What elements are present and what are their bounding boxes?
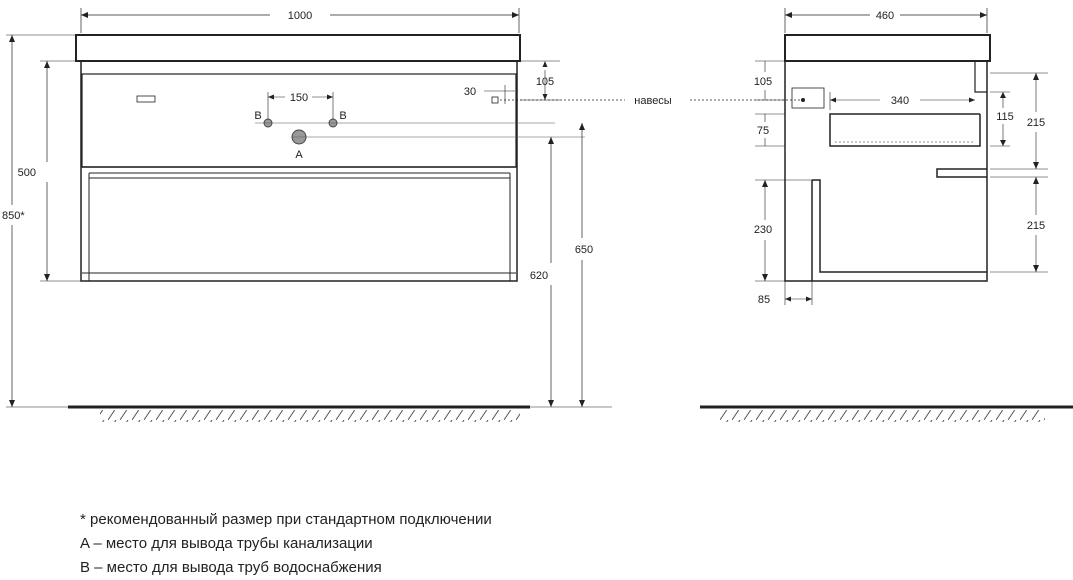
hinges-label: навесы — [634, 95, 672, 107]
front-view — [6, 8, 625, 422]
side-hinge-depth-label: 340 — [891, 95, 909, 107]
front-logo-plate — [136, 95, 156, 103]
front-width-label: 1000 — [288, 10, 312, 22]
side-countertop — [784, 34, 991, 62]
hinge-offset-side-label: 30 — [464, 86, 476, 98]
hole-spacing-label: 150 — [290, 92, 308, 104]
hole-b-right-label: B — [339, 110, 346, 122]
side-hinge-top-label: 105 — [754, 76, 772, 88]
side-upper-drawer — [829, 113, 981, 147]
side-hinge-icon — [791, 87, 825, 109]
front-hinge-marker — [491, 96, 499, 104]
front-drawer-lower — [88, 177, 511, 274]
note-recommended-size: * рекомендованный размер при стандартном… — [80, 511, 492, 528]
front-countertop — [75, 34, 521, 62]
front-cabinet-body — [80, 60, 518, 282]
total-height-label: 850* — [2, 210, 25, 222]
side-floor-hatch — [720, 410, 1045, 422]
supply-height-label: 620 — [530, 270, 548, 282]
side-wall-gap-label: 85 — [758, 294, 770, 306]
side-view — [690, 8, 1073, 422]
side-bracket-height-label: 115 — [996, 111, 1014, 123]
hole-a-label: A — [295, 149, 303, 161]
front-floor-hatch — [100, 410, 520, 422]
note-a-drain: A – место для вывода трубы канализации — [80, 535, 373, 552]
side-drawer-gap-label: 75 — [757, 125, 769, 137]
cabinet-height-label: 500 — [18, 167, 36, 179]
side-depth-label: 460 — [876, 10, 894, 22]
hole-b-left-label: B — [254, 110, 261, 122]
side-shelf-gap-upper-label: 215 — [1027, 117, 1045, 129]
side-cabinet-outline — [784, 61, 988, 282]
drain-height-label: 650 — [575, 244, 593, 256]
side-lower-cavity-label: 230 — [754, 224, 772, 236]
side-shelf — [936, 168, 987, 178]
legend-notes: * рекомендованный размер при стандартном… — [80, 508, 492, 580]
note-b-water-supply: B – место для вывода труб водоснабжения — [80, 559, 382, 576]
side-lower-drawer — [812, 179, 987, 273]
hinge-offset-top-label: 105 — [536, 76, 554, 88]
side-shelf-gap-lower-label: 215 — [1027, 220, 1045, 232]
side-wall-bracket — [974, 61, 987, 93]
